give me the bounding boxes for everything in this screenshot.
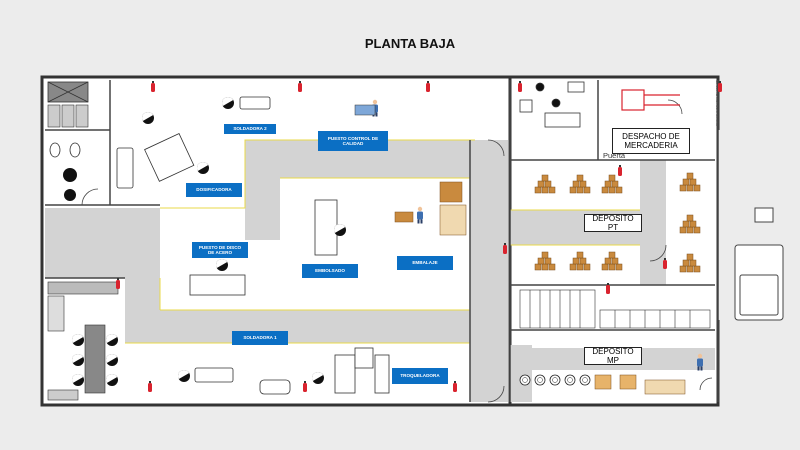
room-deposito-mp: DEPOSITO MP bbox=[584, 347, 642, 365]
label-embalaje: EMBALAJE bbox=[397, 256, 453, 270]
bathroom-area bbox=[47, 81, 89, 201]
label-dosificadora: DOSIFICADORA bbox=[186, 183, 242, 197]
dining-area bbox=[47, 281, 119, 401]
corridors bbox=[45, 140, 715, 402]
door-swings bbox=[81, 99, 713, 403]
staircase bbox=[519, 289, 711, 329]
room-despacho-mercaderia: DESPACHO DE MERCADERIA bbox=[612, 128, 690, 154]
label-puesto-control: PUESTO CONTROL DE CALIDAD bbox=[318, 131, 388, 151]
forklift-icon bbox=[621, 89, 680, 111]
truck-icon bbox=[734, 207, 784, 321]
machines bbox=[116, 96, 390, 395]
label-puesto-disco: PUESTO DE DISCO DE ACERO bbox=[192, 242, 248, 258]
label-embolsado: EMBOLSADO bbox=[302, 264, 358, 278]
room-deposito-pt: DEPOSITO PT bbox=[584, 214, 642, 232]
office-area bbox=[519, 81, 585, 128]
label-soldadora-1: SOLDADORA 1 bbox=[232, 331, 288, 345]
label-soldadora-2: SOLDADORA 2 bbox=[224, 124, 276, 134]
side-note: CLASSIFICATION BOX Reference bbox=[715, 80, 719, 127]
interior-walls bbox=[45, 80, 719, 402]
label-troqueladora: TROQUELADORA bbox=[392, 368, 448, 384]
plan-title: PLANTA BAJA bbox=[364, 36, 456, 51]
yellow-lines bbox=[125, 139, 640, 344]
door-note: Puerta bbox=[603, 151, 626, 160]
